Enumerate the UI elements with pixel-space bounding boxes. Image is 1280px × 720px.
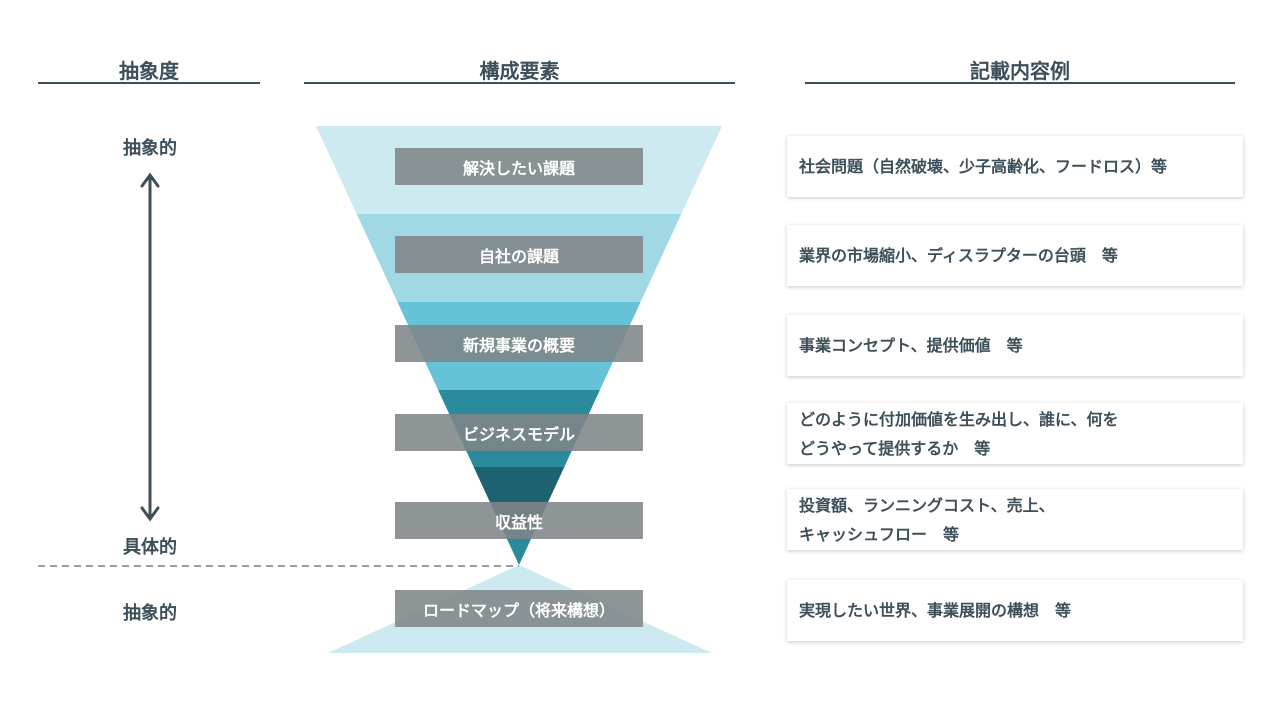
component-box: ロードマップ（将来構想） bbox=[395, 590, 643, 627]
header-divider bbox=[805, 82, 1235, 84]
example-card: 事業コンセプト、提供価値 等 bbox=[787, 315, 1243, 376]
example-text: 事業コンセプト、提供価値 等 bbox=[799, 336, 1023, 355]
example-card: 社会問題（自然破壊、少子高齢化、フードロス）等 bbox=[787, 136, 1243, 197]
component-box: ビジネスモデル bbox=[395, 414, 643, 451]
header-examples: 記載内容例 bbox=[970, 59, 1070, 83]
example-text: どうやって提供するか 等 bbox=[799, 438, 991, 458]
component-box: 収益性 bbox=[395, 502, 643, 539]
example-text: 社会問題（自然破壊、少子高齢化、フードロス）等 bbox=[799, 157, 1168, 176]
header-divider bbox=[304, 82, 735, 84]
header-abstraction: 抽象度 bbox=[119, 59, 179, 83]
example-card: 業界の市場縮小、ディスラプターの台頭 等 bbox=[787, 225, 1243, 286]
component-box: 解決したい課題 bbox=[395, 148, 643, 185]
level-label-roadmap-abstract: 抽象的 bbox=[123, 603, 177, 624]
example-text: どのように付加価値を生み出し、誰に、何を bbox=[799, 409, 1119, 429]
component-box: 自社の課題 bbox=[395, 236, 643, 273]
level-label-abstract: 抽象的 bbox=[123, 138, 177, 159]
example-text: キャッシュフロー 等 bbox=[799, 524, 960, 544]
example-card: 実現したい世界、事業展開の構想 等 bbox=[787, 580, 1243, 641]
example-card: 投資額、ランニングコスト、売上、 キャッシュフロー 等 bbox=[787, 489, 1243, 550]
header-divider bbox=[38, 82, 260, 84]
example-text: 実現したい世界、事業展開の構想 等 bbox=[799, 601, 1072, 620]
example-text: 投資額、ランニングコスト、売上、 bbox=[799, 495, 1055, 515]
double-arrow-icon bbox=[140, 172, 160, 522]
component-box: 新規事業の概要 bbox=[395, 325, 643, 362]
level-label-concrete: 具体的 bbox=[123, 537, 177, 558]
example-text: 業界の市場縮小、ディスラプターの台頭 等 bbox=[799, 246, 1118, 265]
example-card: どのように付加価値を生み出し、誰に、何を どうやって提供するか 等 bbox=[787, 403, 1243, 464]
header-components: 構成要素 bbox=[479, 59, 560, 83]
